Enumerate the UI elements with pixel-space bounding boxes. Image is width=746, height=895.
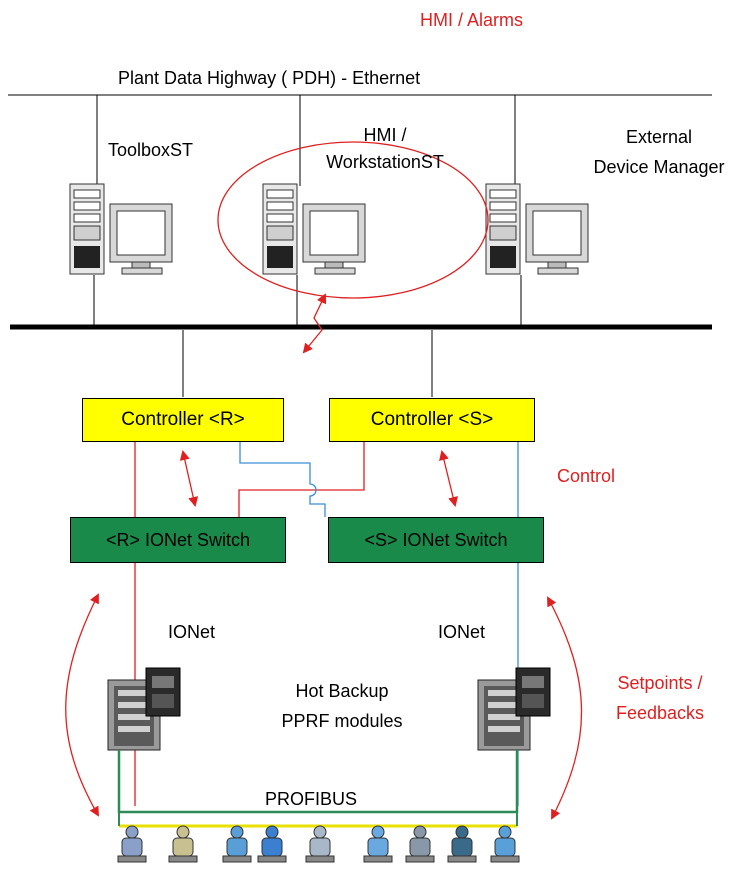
pprf-module-icon [107,667,181,751]
hot-backup-line1: Hot Backup [295,681,389,701]
setpoints-arrow-left [65,593,99,817]
field-device-icon [117,825,147,863]
hmi-alarms-label: HMI / Alarms [420,10,524,30]
field-device-icon [363,825,393,863]
external-device-manager-label: External Device Manager [574,122,744,182]
control-label: Control [557,466,616,486]
edm-line2: Device Manager [593,157,725,177]
field-device-icon [447,825,477,863]
setpoints-feedbacks-label: Setpoints / Feedbacks [585,668,735,728]
field-device-icon [257,825,287,863]
hmi-workstation-label: HMI / WorkstationST [290,122,480,176]
hmi-workstation-line1: HMI / [363,125,407,145]
controller-r-box: Controller <R> [82,398,284,442]
setpoints-line2: Feedbacks [615,703,705,723]
hmi-highlight-ellipse [217,141,489,299]
hmi-alarm-arrow [302,293,327,354]
field-device-icon [168,825,198,863]
hot-backup-line2: PPRF modules [281,711,403,731]
computer-icon [485,183,589,275]
switch-r-box: <R> IONet Switch [70,517,286,563]
hmi-workstation-line2: WorkstationST [326,152,444,172]
setpoints-arrow-right [547,596,583,820]
edm-line1: External [625,127,693,147]
field-devices [117,825,520,863]
ionet-right-label: IONet [438,622,486,642]
setpoints-line1: Setpoints / [617,673,703,693]
toolbox-label: ToolboxST [108,140,194,160]
profibus-line [117,750,519,814]
ionet-left-label: IONet [168,622,216,642]
control-arrow-left [179,450,199,507]
pdh-label: Plant Data Highway ( PDH) - Ethernet [118,68,421,88]
pprf-module-icon [477,667,551,751]
field-device-icon [490,825,520,863]
computer-icon [69,183,173,275]
field-device-icon [222,825,252,863]
profibus-label: PROFIBUS [265,789,358,809]
computer-icon [262,183,366,275]
field-device-icon [405,825,435,863]
switch-s-box: <S> IONet Switch [328,517,544,563]
control-arrow-right [439,450,458,507]
field-device-icon [305,825,335,863]
hot-backup-label: Hot Backup PPRF modules [262,676,422,736]
controller-s-box: Controller <S> [329,398,535,442]
